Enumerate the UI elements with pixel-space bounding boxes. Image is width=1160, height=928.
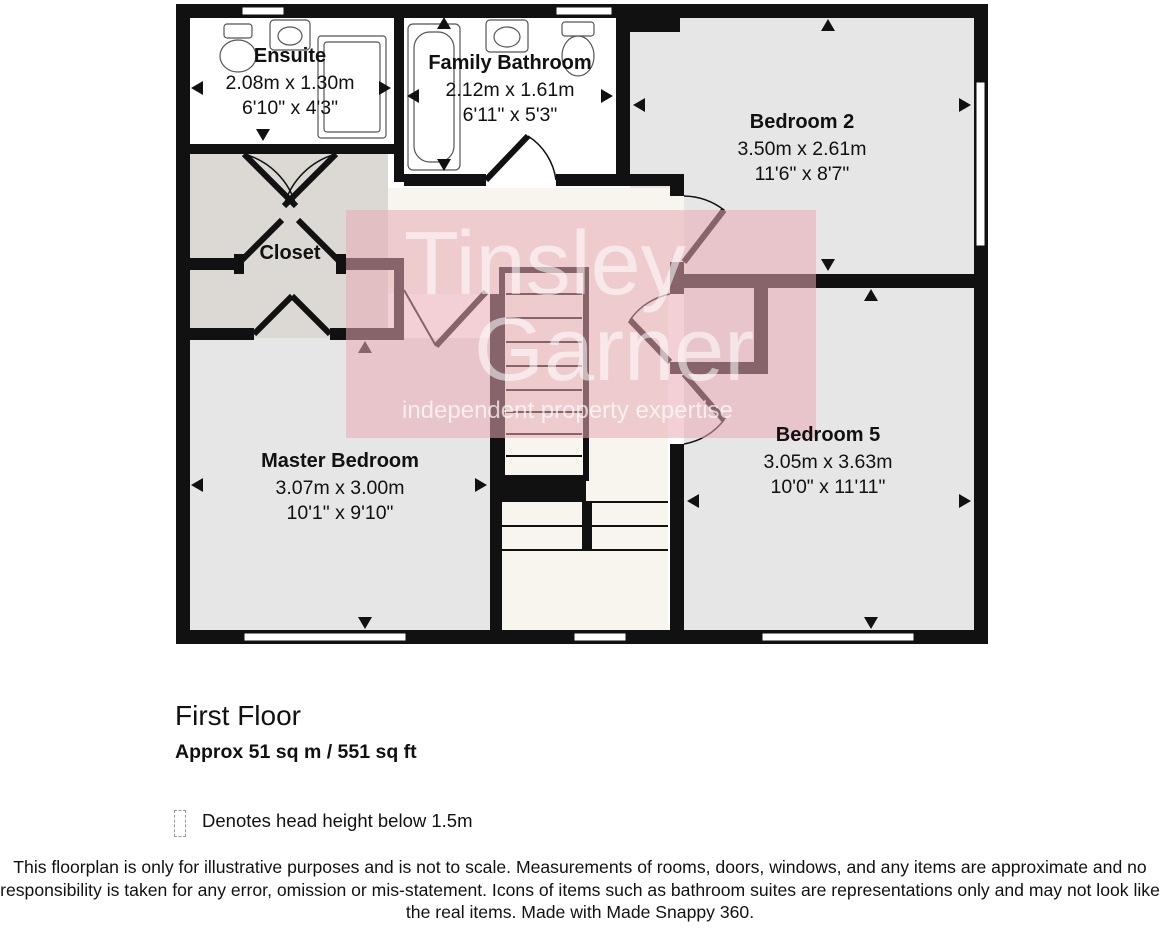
legend-text: Denotes head height below 1.5m (202, 810, 473, 831)
bathroom-metric: 2.12m x 1.61m (446, 79, 575, 101)
watermark: Tinsley Garner independent property expe… (346, 210, 816, 438)
bathroom-imperial: 6'11" x 5'3" (463, 104, 558, 126)
bedroom2-imperial: 11'6" x 8'7" (755, 163, 850, 185)
windows (241, 6, 986, 642)
closet-name: Closet (259, 242, 320, 264)
watermark-line1: Tinsley (404, 214, 686, 314)
bedroom5-imperial: 10'0" x 11'11" (771, 476, 886, 498)
master-bedroom-name: Master Bedroom (261, 450, 419, 472)
watermark-line2: Garner (474, 300, 754, 400)
head-height-icon (174, 810, 186, 837)
floor-title: First Floor (175, 700, 301, 731)
watermark-box (346, 210, 816, 438)
bedroom2-metric: 3.50m x 2.61m (738, 138, 867, 160)
master-bedroom-metric: 3.07m x 3.00m (276, 477, 405, 499)
master-bedroom-imperial: 10'1" x 9'10" (287, 502, 394, 524)
bathroom-name: Family Bathroom (428, 52, 591, 74)
bedroom2-name: Bedroom 2 (750, 111, 854, 133)
disclaimer: This floorplan is only for illustrative … (0, 857, 1160, 922)
ensuite-metric: 2.08m x 1.30m (226, 72, 355, 94)
ensuite-imperial: 6'10" x 4'3" (242, 97, 338, 119)
bathroom-toilet (561, 21, 595, 37)
ensuite-toilet (219, 39, 257, 73)
floor-plan: Tinsley Garner independent property expe… (176, 4, 988, 644)
room-labels: Ensuite 2.08m x 1.30m 6'10" x 4'3" Famil… (226, 45, 893, 524)
ensuite-name: Ensuite (254, 45, 326, 67)
bedroom5-metric: 3.05m x 3.63m (764, 451, 893, 473)
bedroom5-name: Bedroom 5 (776, 424, 880, 446)
floor-area: Approx 51 sq m / 551 sq ft (175, 741, 417, 763)
watermark-tagline: independent property expertise (402, 397, 733, 424)
